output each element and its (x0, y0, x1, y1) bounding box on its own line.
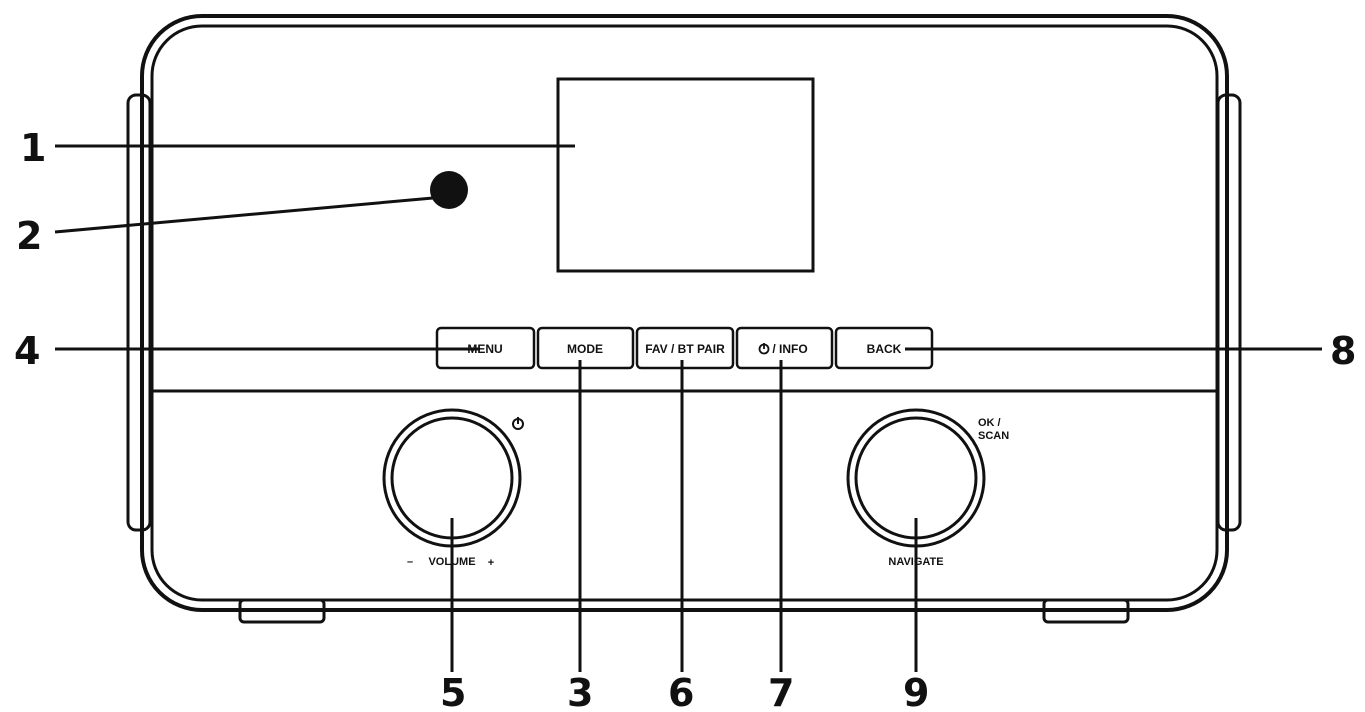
cabinet-outer (140, 14, 1229, 612)
callout-lines (54, 144, 1322, 672)
power-icon (758, 343, 770, 355)
mode-button[interactable]: MODE (536, 326, 635, 370)
back-button-label: BACK (867, 342, 902, 356)
callout-8: 8 (1330, 329, 1356, 373)
callout-9: 9 (903, 671, 929, 712)
callout-3: 3 (567, 671, 593, 712)
sensor-dot (430, 171, 468, 209)
fav-bt-pair-button-label: FAV / BT PAIR (645, 342, 725, 356)
power-info-button-label: / INFO (772, 342, 807, 356)
ok-scan-label-line1: OK / (978, 417, 1001, 429)
volume-plus-label: + (488, 557, 494, 569)
volume-minus-label: – (407, 556, 413, 568)
callout-1: 1 (20, 126, 46, 170)
callout-7: 7 (768, 671, 794, 712)
display-screen (556, 77, 815, 273)
callout-5: 5 (440, 671, 466, 712)
callout-4: 4 (14, 329, 40, 373)
callout-6: 6 (668, 671, 694, 712)
callout-2: 2 (16, 214, 42, 258)
cabinet-inner (150, 24, 1219, 602)
ok-scan-label-line2: SCAN (978, 430, 1009, 442)
left-handle (126, 93, 152, 532)
fav-bt-pair-button[interactable]: FAV / BT PAIR (635, 326, 735, 370)
leader-2 (54, 196, 434, 234)
mode-button-label: MODE (567, 342, 603, 356)
power-info-button[interactable]: / INFO (735, 326, 834, 370)
power-icon (512, 417, 524, 430)
menu-button-label: MENU (467, 342, 502, 356)
